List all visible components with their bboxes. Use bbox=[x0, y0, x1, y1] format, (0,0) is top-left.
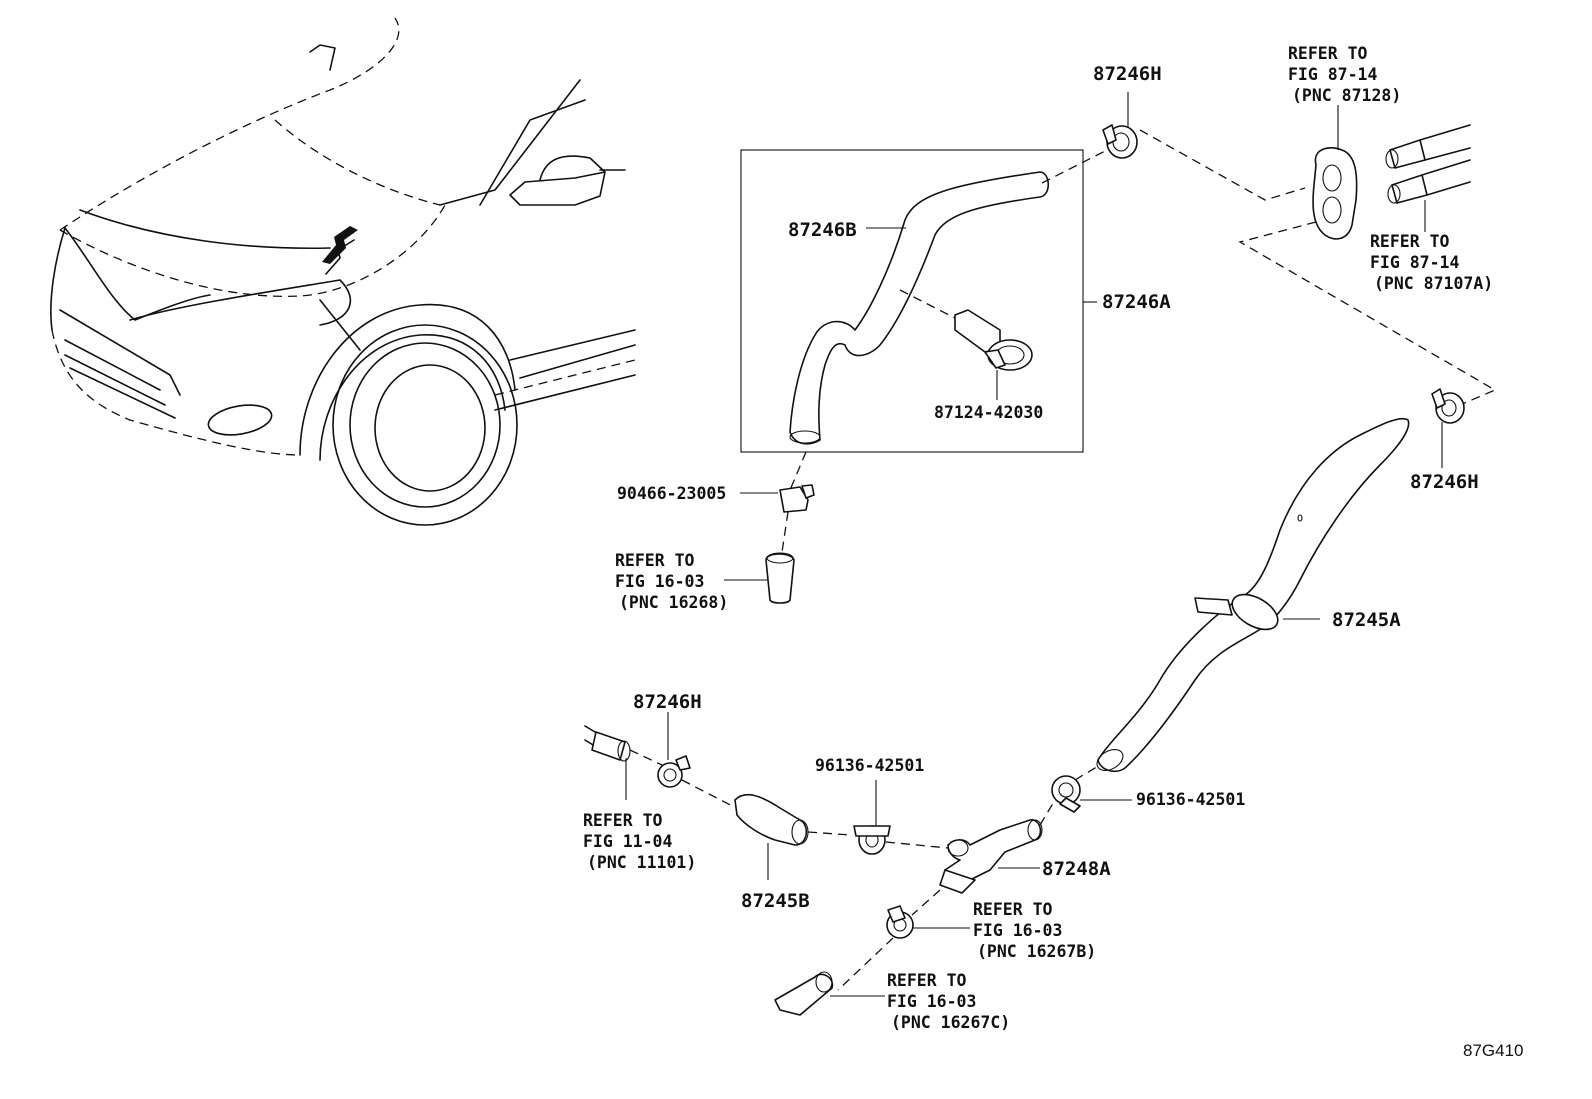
vehicle-illustration bbox=[50, 17, 636, 526]
clamp-87246H-right bbox=[1431, 388, 1465, 468]
label-87246B: 87246B bbox=[788, 219, 857, 241]
pipe-11101 bbox=[584, 725, 631, 800]
svg-text:(PNC 16267B): (PNC 16267B) bbox=[977, 942, 1096, 961]
svg-text:FIG 16-03: FIG 16-03 bbox=[615, 572, 704, 591]
svg-text:(PNC 11101): (PNC 11101) bbox=[587, 853, 696, 872]
label-87124-42030: 87124-42030 bbox=[934, 403, 1043, 422]
pipe-16268 bbox=[724, 552, 795, 604]
svg-text:REFER TO: REFER TO bbox=[973, 900, 1053, 919]
svg-text:REFER TO: REFER TO bbox=[887, 971, 967, 990]
ref-16268: REFER TO FIG 16-03 (PNC 16268) bbox=[615, 551, 728, 612]
label-87245B: 87245B bbox=[741, 890, 810, 912]
pipes-87107A bbox=[1385, 124, 1471, 232]
label-96136-left: 96136-42501 bbox=[815, 756, 924, 775]
label-87248A: 87248A bbox=[1042, 858, 1111, 880]
tee-87248A bbox=[939, 819, 1043, 894]
clamp-96136-right bbox=[1051, 775, 1132, 813]
svg-text:REFER TO: REFER TO bbox=[1370, 232, 1450, 251]
hose-87245A bbox=[1096, 417, 1410, 772]
grommet-87128 bbox=[1312, 105, 1358, 240]
svg-text:REFER TO: REFER TO bbox=[615, 551, 695, 570]
svg-text:(PNC 16267C): (PNC 16267C) bbox=[891, 1013, 1010, 1032]
ref-87128: REFER TO FIG 87-14 (PNC 87128) bbox=[1288, 44, 1401, 105]
svg-text:(PNC 16268): (PNC 16268) bbox=[619, 593, 728, 612]
svg-text:FIG 11-04: FIG 11-04 bbox=[583, 832, 672, 851]
clamp-96136-left bbox=[853, 780, 891, 855]
ref-16267B: REFER TO FIG 16-03 (PNC 16267B) bbox=[973, 900, 1096, 961]
hose-87246B bbox=[789, 171, 1050, 445]
clamp-87246H-top bbox=[1102, 92, 1138, 159]
label-87246H-top: 87246H bbox=[1093, 63, 1162, 85]
label-87246H-right: 87246H bbox=[1410, 471, 1479, 493]
clamp-16267B bbox=[886, 905, 970, 939]
svg-text:(PNC 87107A): (PNC 87107A) bbox=[1374, 274, 1493, 293]
figure-code: 87G410 bbox=[1463, 1041, 1524, 1060]
hose-87245B bbox=[734, 793, 809, 880]
ref-87107A: REFER TO FIG 87-14 (PNC 87107A) bbox=[1370, 232, 1493, 293]
label-90466-23005: 90466-23005 bbox=[617, 484, 726, 503]
clamp-87246H-lower bbox=[657, 712, 691, 788]
svg-text:FIG 16-03: FIG 16-03 bbox=[973, 921, 1062, 940]
label-87246A: 87246A bbox=[1102, 291, 1171, 313]
assembly-87246A-frame bbox=[740, 149, 1084, 453]
label-87245A: 87245A bbox=[1332, 609, 1401, 631]
label-87246H-lower: 87246H bbox=[633, 691, 702, 713]
ref-11101: REFER TO FIG 11-04 (PNC 11101) bbox=[583, 811, 696, 872]
clamp-87124-42030 bbox=[899, 289, 1033, 400]
svg-text:FIG 87-14: FIG 87-14 bbox=[1288, 65, 1377, 84]
svg-text:REFER TO: REFER TO bbox=[1288, 44, 1368, 63]
clamp-90466-23005 bbox=[740, 484, 815, 513]
pipe-16267C bbox=[774, 971, 885, 1016]
svg-text:REFER TO: REFER TO bbox=[583, 811, 663, 830]
svg-text:FIG 16-03: FIG 16-03 bbox=[887, 992, 976, 1011]
label-96136-right: 96136-42501 bbox=[1136, 790, 1245, 809]
svg-text:(PNC 87128): (PNC 87128) bbox=[1292, 86, 1401, 105]
svg-text:FIG 87-14: FIG 87-14 bbox=[1370, 253, 1459, 272]
ref-16267C: REFER TO FIG 16-03 (PNC 16267C) bbox=[887, 971, 1010, 1032]
